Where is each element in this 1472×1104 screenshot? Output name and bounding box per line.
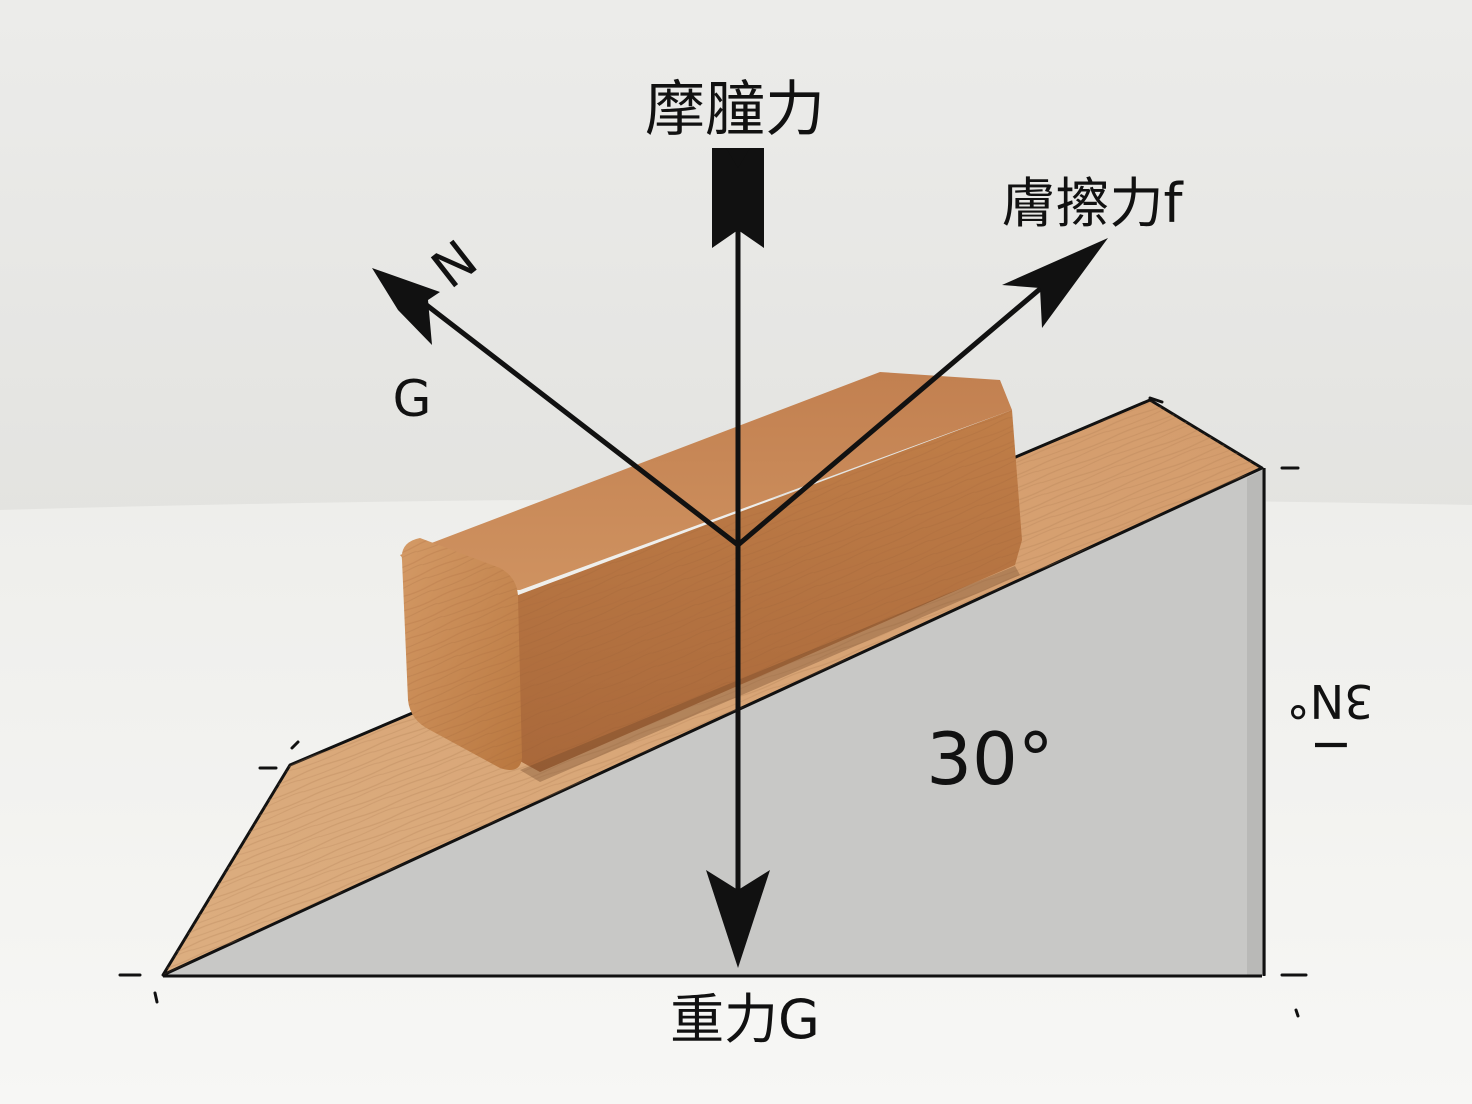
side-top-label: 3N° (1287, 674, 1374, 728)
normal-force-arrow (417, 297, 741, 548)
normal-arrow-head (372, 268, 440, 345)
block-shadow (520, 566, 1020, 782)
friction-force-arrow (735, 269, 1063, 548)
wedge-right-side (1247, 468, 1266, 975)
top-force-label: 摩膧力 (645, 75, 825, 145)
corner-ticks (118, 396, 1308, 1018)
block-grain-overlay (505, 410, 1022, 772)
right-force-label: 膚擦力f (1001, 172, 1184, 235)
force-vectors (372, 148, 1108, 968)
wooden-block (400, 372, 1022, 782)
bottom-force-label: 重力G (670, 988, 820, 1051)
block-top-face (400, 372, 1012, 590)
gravity-arrow-head (706, 870, 770, 968)
friction-arrow-head (1002, 238, 1108, 328)
left-force-g-label: G (393, 370, 432, 428)
block-end-grain (401, 538, 522, 771)
angle-label: 30° (926, 717, 1054, 801)
upward-arrow-notch (712, 148, 764, 248)
side-bottom-label: I (1304, 739, 1355, 752)
